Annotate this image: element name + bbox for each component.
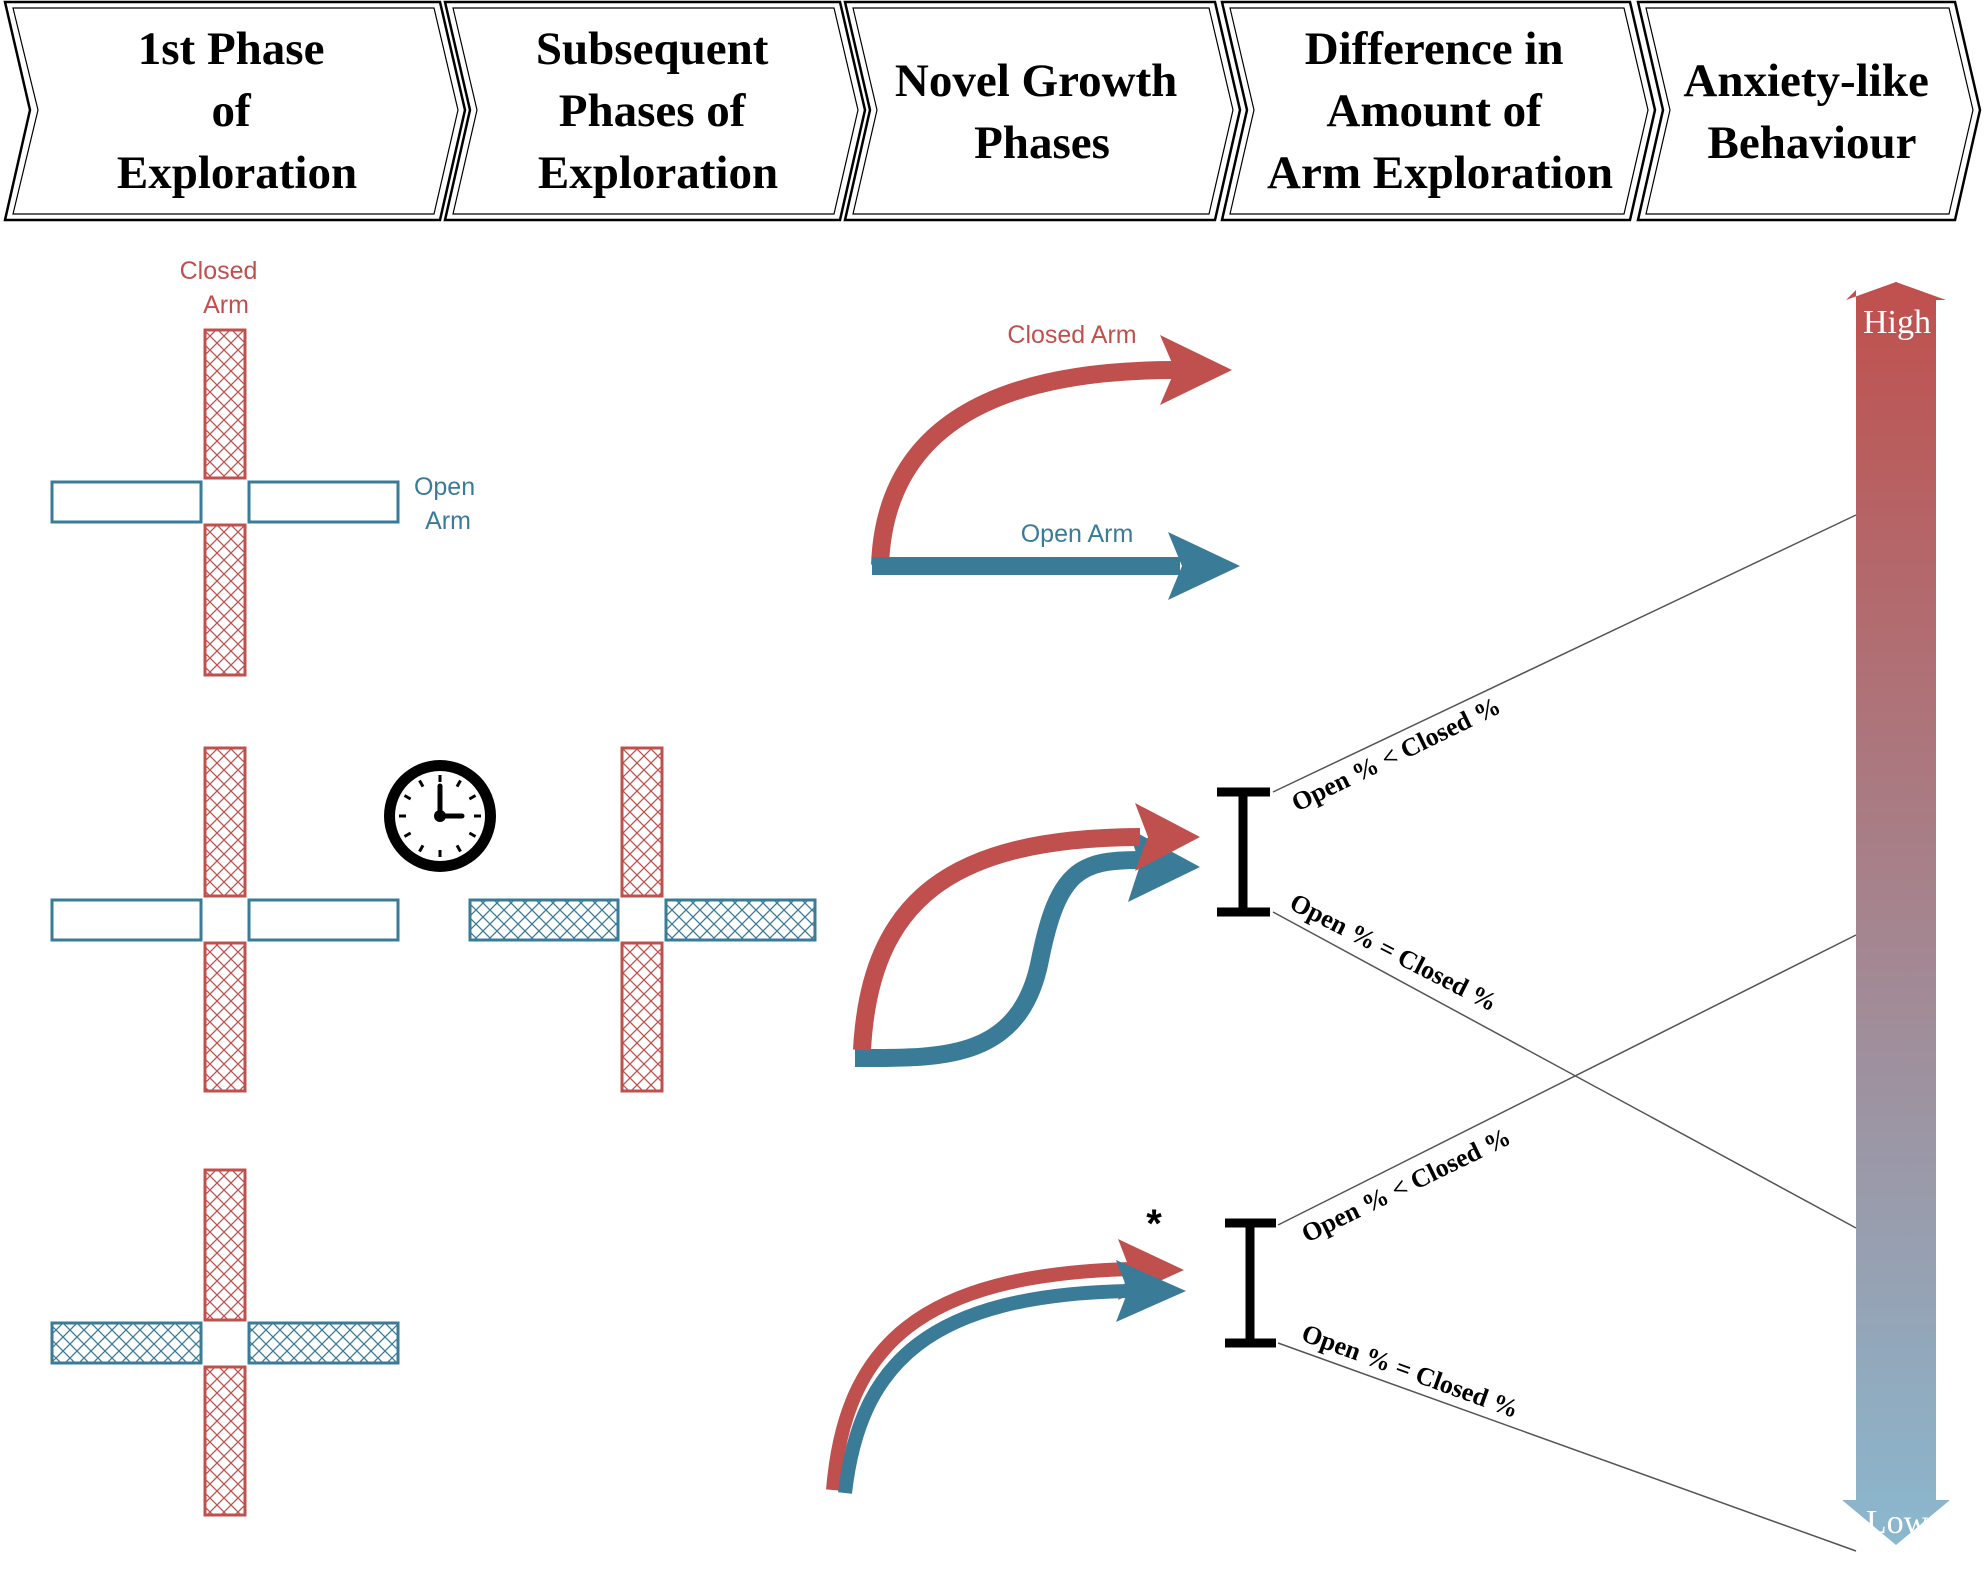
header-row: 1st Phase of Exploration Subsequent Phas… <box>3 0 1982 222</box>
significance-asterisk: * <box>1146 1202 1162 1246</box>
maze-row3 <box>50 1168 400 1517</box>
header-difference: Difference in Amount of Arm Exploration <box>1220 0 1657 222</box>
closed-arm-label-line1: Closed <box>180 257 258 285</box>
svg-text:Closed Arm: Closed Arm <box>180 257 265 319</box>
header-1st-phase-line3: Exploration <box>117 147 357 199</box>
header-subsequent-line1: Subsequent <box>536 23 769 75</box>
bracket-row3 <box>1225 1218 1276 1348</box>
anxiety-scale-bar: High Low <box>1842 282 1950 1545</box>
header-subsequent-phases: Subsequent Phases of Exploration <box>443 0 867 222</box>
growth-row2 <box>853 803 1200 1068</box>
open-arm-growth-curve <box>838 1284 1129 1494</box>
svg-text:Novel Growth Phases: Novel Growth Phases <box>895 55 1189 169</box>
svg-text:Difference in Amount o: Difference in Amount of Arm Exploration <box>1267 23 1613 199</box>
open-arm-left <box>50 898 203 942</box>
header-anxiety-line2: Behaviour <box>1708 117 1917 169</box>
row3-eq-label: Open % = Closed % <box>1298 1318 1523 1423</box>
open-arm-arrowhead <box>1116 1260 1186 1322</box>
closed-arm-growth-curve <box>853 828 1141 1051</box>
closed-arm-label-line2: Arm <box>203 291 249 319</box>
clock-icon <box>384 760 496 872</box>
row2-lt-label: Open % < Closed % <box>1287 691 1505 817</box>
closed-arm-arrowhead <box>1135 803 1200 871</box>
closed-arm-top <box>203 746 247 898</box>
closed-arm-bottom <box>203 1365 247 1517</box>
closed-arm-top <box>203 1168 247 1322</box>
scale-high-label: High <box>1863 304 1931 341</box>
svg-text:Open Arm: Open Arm <box>414 473 482 535</box>
growth-row3 <box>826 1239 1186 1494</box>
closed-arm-arrowhead <box>1160 335 1232 405</box>
maze-row2-second <box>468 746 817 1093</box>
closed-arm-top <box>620 746 664 898</box>
header-anxiety-line1: Anxiety-like <box>1683 55 1928 107</box>
open-arm-right <box>664 898 817 942</box>
header-anxiety: Anxiety-like Behaviour <box>1636 0 1982 222</box>
open-arm-right <box>247 898 400 942</box>
open-arm-right <box>247 480 400 524</box>
row2-eq-label: Open % = Closed % <box>1285 888 1502 1018</box>
row3-lt-label: Open % < Closed % <box>1297 1122 1515 1248</box>
header-difference-line1: Difference in <box>1305 23 1564 75</box>
open-arm-label-line1: Open <box>414 473 475 501</box>
header-1st-phase: 1st Phase of Exploration <box>3 0 467 222</box>
header-1st-phase-line1: 1st Phase <box>138 23 325 75</box>
header-novel-growth: Novel Growth Phases <box>843 0 1242 222</box>
closed-arm-bottom <box>203 523 247 677</box>
open-arm-growth-curve <box>854 851 1141 1068</box>
closed-arm-growth-curve <box>826 1262 1131 1491</box>
closed-arm-bottom <box>620 941 664 1093</box>
bracket-row2 <box>1217 787 1270 917</box>
closed-arm-top <box>203 328 247 480</box>
open-arm-arrowhead <box>1168 532 1240 600</box>
closed-arm-bottom <box>203 941 247 1093</box>
scale-low-label: Low <box>1866 1504 1929 1541</box>
open-arm-left <box>468 898 620 942</box>
header-novel-line2: Phases <box>974 117 1110 169</box>
open-arm-left <box>50 1321 203 1365</box>
open-arm-label-line2: Arm <box>425 507 471 535</box>
closed-arm-growth-curve <box>871 361 1176 566</box>
connector-lines <box>1272 514 1857 1552</box>
header-novel-line1: Novel Growth <box>895 55 1177 107</box>
svg-text:1st Phase of E: 1st Phase of Exploration <box>117 23 357 199</box>
open-arm-left <box>50 480 203 524</box>
header-difference-line2: Amount of <box>1326 85 1543 137</box>
svg-text:Subsequent Phases of: Subsequent Phases of Exploration <box>536 23 780 199</box>
maze-row1: Closed Arm Open Arm <box>50 257 482 677</box>
header-1st-phase-line2: of <box>212 85 253 137</box>
header-subsequent-line2: Phases of <box>559 85 747 137</box>
open-arm-right <box>247 1321 400 1365</box>
closed-arm-growth-label: Closed Arm <box>1007 321 1136 349</box>
maze-row2-first <box>50 746 400 1093</box>
open-arm-growth-label: Open Arm <box>1021 520 1134 548</box>
header-difference-line3: Arm Exploration <box>1267 147 1613 199</box>
svg-text:Anxiety-like Behaviour: Anxiety-like Behaviour <box>1683 55 1940 169</box>
header-subsequent-line3: Exploration <box>538 147 778 199</box>
growth-row1: Closed Arm Open Arm <box>871 321 1240 600</box>
